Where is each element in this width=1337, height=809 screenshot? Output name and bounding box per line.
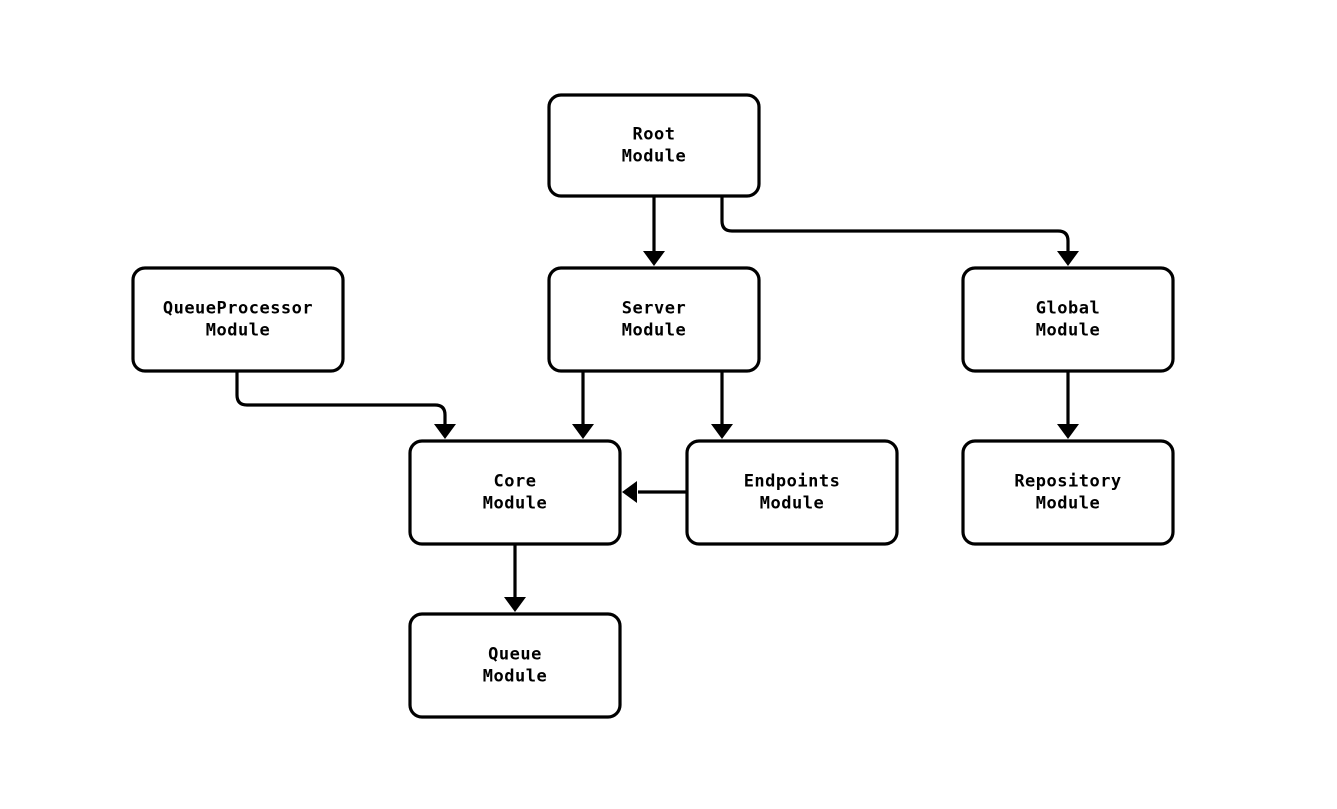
node-label-line2: Module <box>622 321 686 341</box>
node-box[interactable] <box>408 612 622 719</box>
node-box[interactable] <box>961 439 1175 546</box>
node-label-line1: Repository <box>1014 472 1121 492</box>
node-box[interactable] <box>131 266 345 373</box>
arrowhead-icon <box>1057 424 1079 439</box>
node-label-line1: Server <box>622 299 686 319</box>
edge-queueprocessor-core <box>235 371 456 439</box>
node-label-line1: Endpoints <box>744 472 841 492</box>
node-label-line2: Module <box>206 321 270 341</box>
arrowhead-icon <box>643 251 665 266</box>
edge-root-global <box>720 196 1079 266</box>
node-box[interactable] <box>685 439 899 546</box>
arrowhead-icon <box>434 424 456 439</box>
node-label-line2: Module <box>1036 494 1100 514</box>
node-label-line2: Module <box>483 494 547 514</box>
arrowhead-icon <box>711 424 733 439</box>
node-box[interactable] <box>961 266 1175 373</box>
arrowhead-icon <box>1057 251 1079 266</box>
node-label-line2: Module <box>760 494 824 514</box>
edge-line <box>235 371 447 425</box>
node-label-line1: Queue <box>488 645 542 665</box>
node-label-line2: Module <box>1036 321 1100 341</box>
node-label-line2: Module <box>483 667 547 687</box>
edge-global-repository <box>1057 371 1079 439</box>
node-label-line1: Core <box>494 472 537 492</box>
node-box[interactable] <box>408 439 622 546</box>
edge-core-queue <box>504 544 526 612</box>
edge-root-server <box>643 196 665 266</box>
node-label-line1: Root <box>633 125 676 145</box>
arrowhead-icon <box>572 424 594 439</box>
node-label-line1: Global <box>1036 299 1100 319</box>
edge-server-endpoints <box>711 371 733 439</box>
arrowhead-icon <box>622 481 637 503</box>
nodes-layer: RootModuleQueueProcessorModuleServerModu… <box>131 93 1175 719</box>
edges-layer <box>235 196 1079 612</box>
edge-line <box>720 196 1070 252</box>
edge-endpoints-core <box>622 481 687 503</box>
node-box[interactable] <box>547 266 761 373</box>
node-box[interactable] <box>547 93 761 198</box>
node-label-line1: QueueProcessor <box>163 299 313 319</box>
node-label-line2: Module <box>622 147 686 167</box>
arrowhead-icon <box>504 597 526 612</box>
edge-server-core <box>572 371 594 439</box>
